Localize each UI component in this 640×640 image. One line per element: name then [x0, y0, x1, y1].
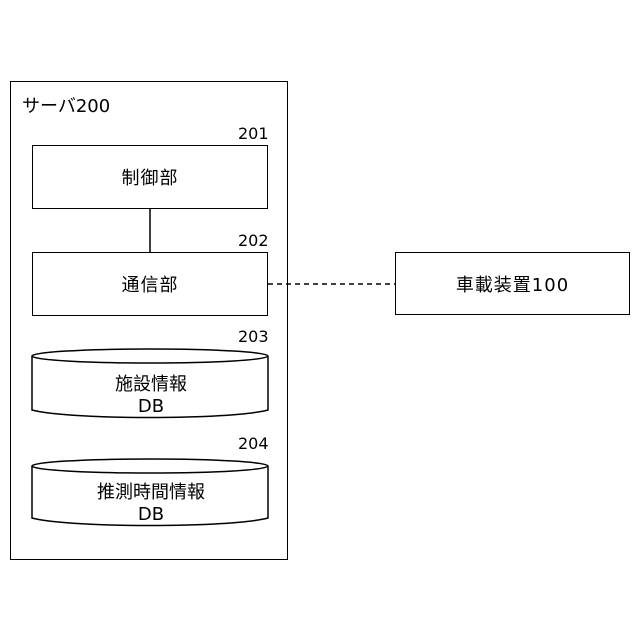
vehicle-device-box: 車載装置100: [395, 252, 630, 315]
time-db-ref: 204: [238, 434, 269, 453]
comm-unit-box: 通信部: [32, 252, 268, 316]
comm-ref: 202: [238, 231, 269, 250]
time-db-line2: DB: [32, 504, 270, 526]
facility-db-line1: 施設情報: [32, 374, 270, 396]
time-db-line1: 推測時間情報: [32, 482, 270, 504]
comm-unit-label: 通信部: [122, 271, 179, 297]
facility-db-ref: 203: [238, 327, 269, 346]
facility-db-label: 施設情報 DB: [32, 374, 270, 418]
control-unit-box: 制御部: [32, 145, 268, 209]
facility-db-line2: DB: [32, 396, 270, 418]
vehicle-device-label: 車載装置100: [456, 271, 569, 297]
control-ref: 201: [238, 124, 269, 143]
time-db-label: 推測時間情報 DB: [32, 482, 270, 526]
control-unit-label: 制御部: [122, 164, 179, 190]
